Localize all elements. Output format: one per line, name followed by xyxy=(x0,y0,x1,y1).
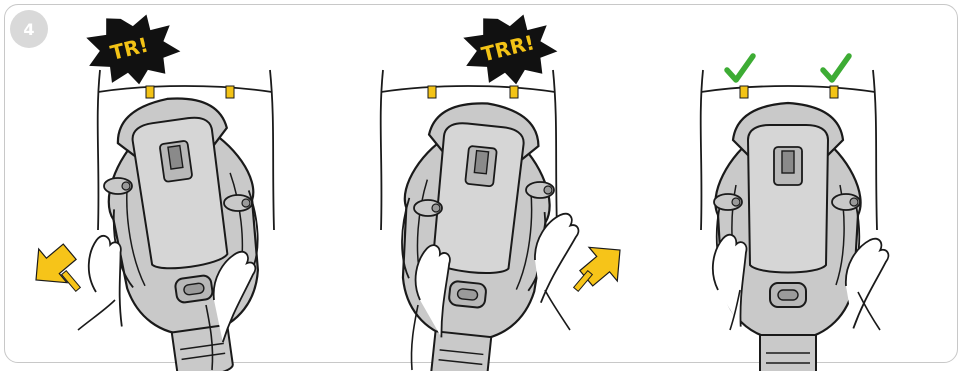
panel-1: TR! xyxy=(22,3,278,371)
isofix-connector-left xyxy=(146,86,154,98)
tr-burst-icon: TR! xyxy=(79,3,186,95)
checkmark-icon xyxy=(727,56,753,80)
car-seat-base xyxy=(386,96,560,371)
panel-3 xyxy=(701,56,892,371)
vehicle-seat-right-edge xyxy=(270,70,274,230)
car-seat-base xyxy=(95,89,278,371)
checkmark-icon xyxy=(823,56,849,80)
isofix-connector-left xyxy=(740,86,748,98)
panel-2: TRR! xyxy=(381,3,634,371)
vehicle-seat-left-edge xyxy=(98,70,100,230)
car-seat-base xyxy=(715,103,860,371)
isofix-connector-right xyxy=(830,86,838,98)
trr-burst-icon: TRR! xyxy=(456,3,563,95)
isofix-connector-right xyxy=(510,86,518,98)
isofix-connector-left xyxy=(428,86,436,98)
isofix-connector-right xyxy=(226,86,234,98)
